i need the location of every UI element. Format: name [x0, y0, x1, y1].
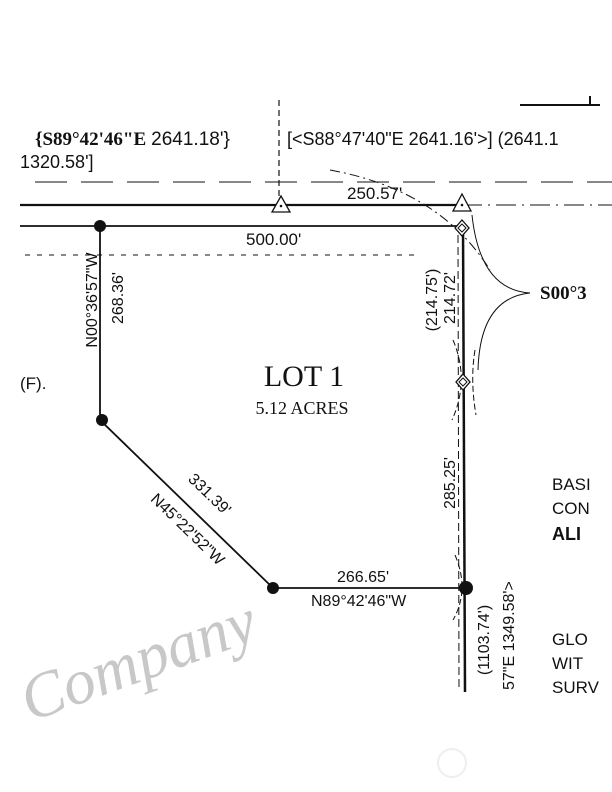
- corner-point-icon: [96, 414, 108, 426]
- arc: [329, 169, 491, 271]
- note-text: WIT: [552, 654, 583, 673]
- right-below-bearing: 57"E 1349.58'>: [501, 581, 518, 690]
- triangle-monument-icon: [451, 192, 473, 212]
- left-bearing: N00°36'57"W: [84, 252, 101, 348]
- logo-icon: [437, 748, 467, 778]
- top-record: [<S88°47'40"E 2641.16'>] (2641.1: [287, 129, 559, 149]
- left-distance: 268.36': [110, 272, 127, 324]
- callout-brace: [471, 214, 531, 371]
- note-text: SURV: [552, 678, 600, 697]
- corner-point-icon: [94, 220, 106, 232]
- right-lower-distance: 285.25': [442, 457, 459, 509]
- lot-boundary: [99, 226, 466, 589]
- right-upper-record: (214.75'): [424, 269, 441, 332]
- corner-point-icon: [459, 581, 473, 595]
- east-line: [461, 225, 467, 693]
- diamond-monument-icon: [454, 219, 470, 237]
- east-dashed: [457, 234, 460, 691]
- diamond-monument-icon: [455, 373, 471, 391]
- corner-bracket: [520, 96, 600, 106]
- right-below-record: (1103.74'): [476, 605, 493, 675]
- watermark: Company: [11, 584, 266, 735]
- note-text: ALI: [552, 524, 581, 544]
- right-upper-distance: 214.72': [442, 272, 459, 324]
- note-text: GLO: [552, 630, 588, 649]
- note-text: BASI: [552, 475, 591, 494]
- lot-area: 5.12 ACRES: [255, 398, 348, 418]
- corner-point-icon: [267, 582, 279, 594]
- segment-label: 500.00': [246, 230, 301, 249]
- bottom-bearing: N89°42'46"W: [311, 593, 407, 610]
- segment-label: 250.57': [347, 184, 402, 203]
- top-second-line: 1320.58']: [20, 152, 94, 172]
- right-callout: S00°3: [540, 283, 587, 304]
- bottom-distance: 266.65': [337, 569, 389, 586]
- lot-title: LOT 1: [264, 360, 344, 393]
- diagonal-distance: 331.39': [185, 471, 234, 519]
- left-note: (F).: [20, 374, 46, 393]
- note-text: CON: [552, 499, 590, 518]
- triangle-monument-icon: [270, 194, 292, 213]
